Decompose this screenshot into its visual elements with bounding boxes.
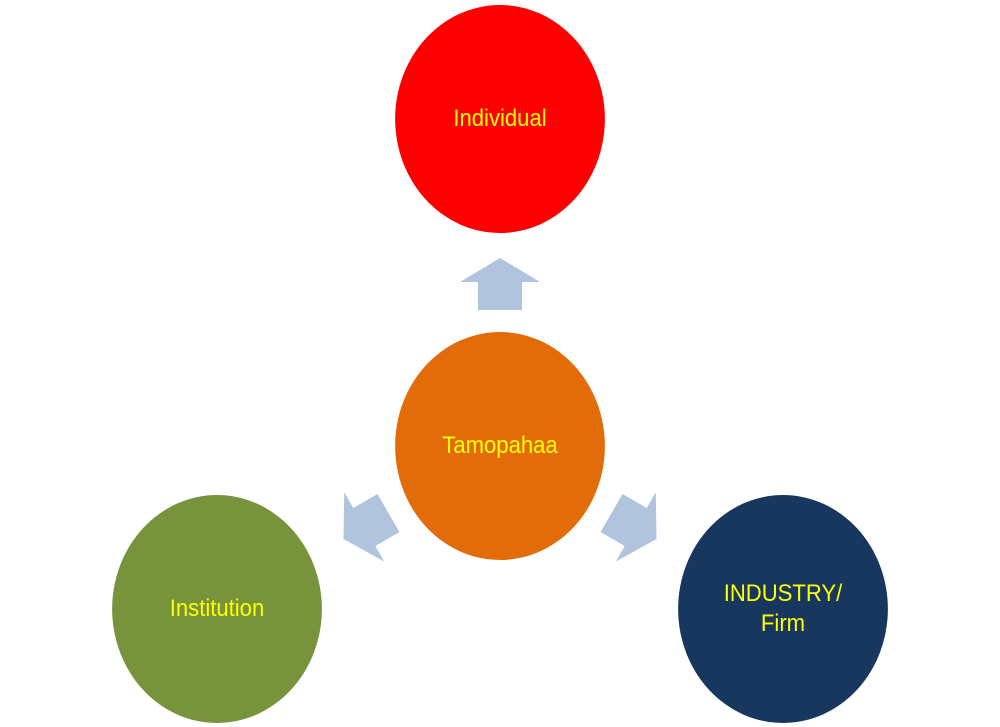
arrow-down-right-icon bbox=[591, 478, 676, 573]
node-institution: Institution bbox=[112, 495, 322, 723]
arrow-down-left-icon bbox=[323, 478, 408, 573]
node-institution-label: Institution bbox=[169, 595, 265, 622]
node-industry-label: INDUSTRY/ Firm bbox=[723, 580, 843, 637]
node-individual-label: Individual bbox=[453, 105, 547, 132]
node-tamopahaa-label: Tamopahaa bbox=[442, 432, 558, 459]
node-individual: Individual bbox=[395, 5, 605, 233]
arrow-up-icon bbox=[460, 258, 540, 310]
node-tamopahaa: Tamopahaa bbox=[395, 332, 605, 560]
node-industry: INDUSTRY/ Firm bbox=[678, 495, 888, 723]
